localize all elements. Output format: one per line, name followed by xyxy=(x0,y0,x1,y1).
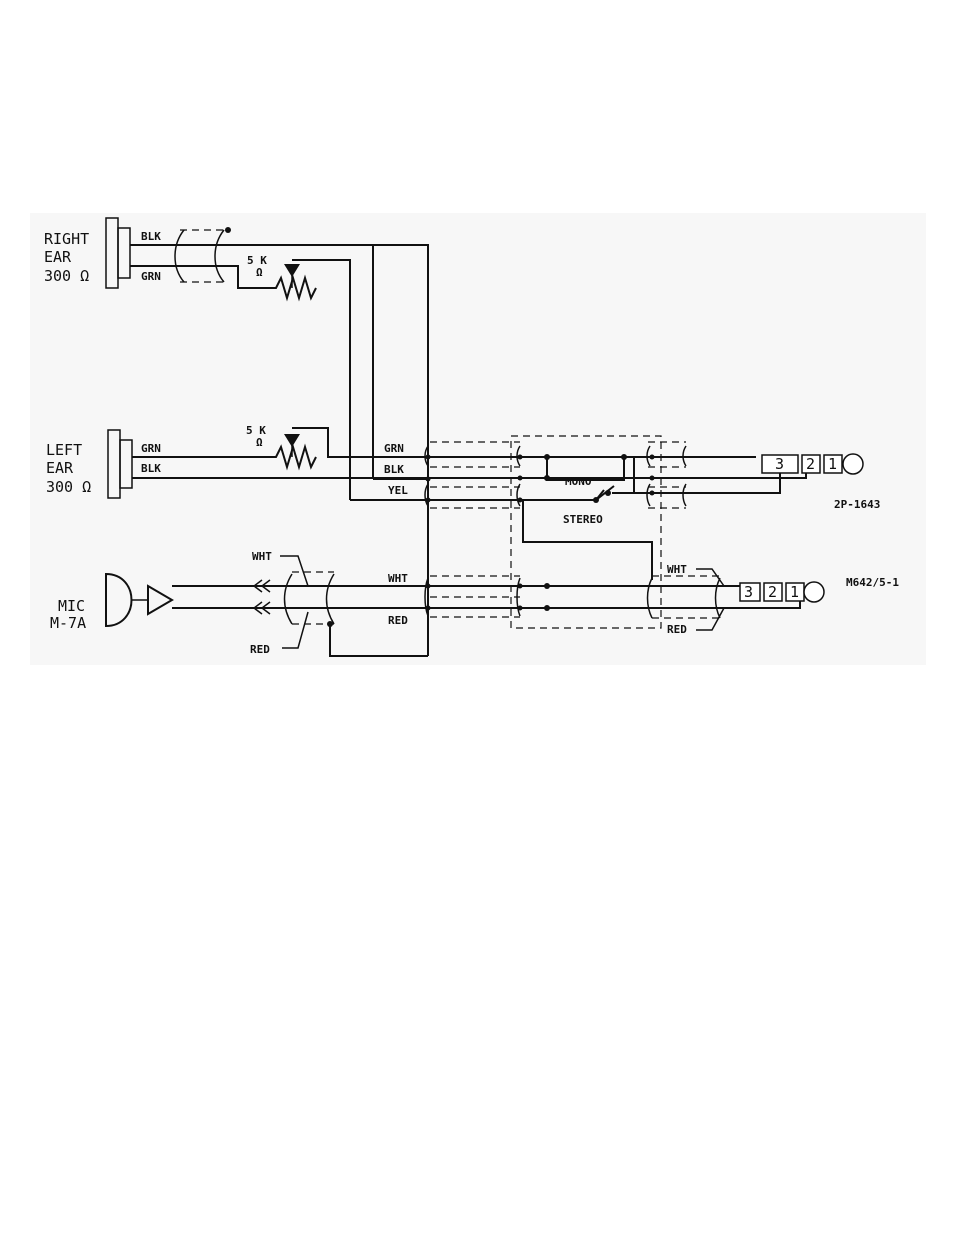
switch-mono-label: MONO xyxy=(565,475,592,488)
mic-cable-shield xyxy=(283,571,428,657)
top-pot-value: 5 K xyxy=(247,254,267,267)
mic-bundle-shield xyxy=(424,575,550,618)
right-ear-label-line3: 300 Ω xyxy=(44,267,89,285)
right-ear-label-line2: EAR xyxy=(44,248,72,266)
bundle-wht-label: WHT xyxy=(388,572,408,585)
mic-connector: 3 2 1 xyxy=(739,581,825,603)
mic-pin-1: 1 xyxy=(790,583,799,601)
top-pot-unit: Ω xyxy=(256,266,263,279)
mic-label-line1: MIC xyxy=(58,597,85,615)
right-grn-wire xyxy=(130,265,268,289)
left-blk-wire-label: BLK xyxy=(141,462,161,475)
switch-enclosure xyxy=(510,435,662,629)
headset-part-number: 2P-1643 xyxy=(834,498,880,511)
junction-dots xyxy=(425,454,655,611)
left-potentiometer: 5 K Ω xyxy=(246,424,756,471)
mic-part-number: M642/5-1 xyxy=(846,576,899,589)
right-blk-wire xyxy=(130,244,429,500)
left-ear-label-line1: LEFT xyxy=(46,441,82,459)
mic-red-arrow xyxy=(252,601,271,615)
right-cable-shield xyxy=(174,227,231,283)
headset-connector: 3 2 1 xyxy=(761,453,864,475)
bundle-yel-label: YEL xyxy=(388,484,408,497)
right-grn-wire-label: GRN xyxy=(141,270,161,283)
top-potentiometer: 5 K Ω xyxy=(247,254,351,500)
right-blk-wire-label: BLK xyxy=(141,230,161,243)
bundle-blk-label: BLK xyxy=(384,463,404,476)
right-earphone: RIGHT EAR 300 Ω xyxy=(44,217,131,289)
left-pot-unit: Ω xyxy=(256,436,263,449)
headset-pin-2: 2 xyxy=(806,455,815,473)
left-ear-label-line3: 300 Ω xyxy=(46,478,91,496)
headset-pin-1: 1 xyxy=(828,455,837,473)
left-pot-value: 5 K xyxy=(246,424,266,437)
left-earphone-symbol-inner xyxy=(119,439,133,489)
right-earphone-symbol-inner xyxy=(117,227,131,279)
switch-stereo-label: STEREO xyxy=(563,513,603,526)
mic-red-pointer-label: RED xyxy=(250,643,270,656)
out-mic-wires xyxy=(720,585,801,609)
headset-pin-3: 3 xyxy=(775,455,784,473)
switch-crossover xyxy=(522,500,653,580)
left-earphone: LEFT EAR 300 Ω xyxy=(46,429,133,499)
mic-label-line2: M-7A xyxy=(50,614,86,632)
bundle-red-label: RED xyxy=(388,614,408,627)
out-wht-pointer xyxy=(696,568,725,587)
microphone: MIC M-7A xyxy=(50,572,174,632)
mic-pin-3: 3 xyxy=(744,583,753,601)
mic-pin-2: 2 xyxy=(768,583,777,601)
bundle-grn-label: GRN xyxy=(384,442,404,455)
mic-wht-arrow xyxy=(252,579,271,593)
mic-wht-pointer-label: WHT xyxy=(252,550,272,563)
right-ear-label-line1: RIGHT xyxy=(44,230,89,248)
out-wht-pointer-label: WHT xyxy=(667,563,687,576)
left-grn-wire-label: GRN xyxy=(141,442,161,455)
mic-output-shield xyxy=(646,575,721,619)
mic-wht-pointer xyxy=(280,555,309,587)
left-ear-label-line2: EAR xyxy=(46,459,74,477)
out-red-pointer xyxy=(696,607,725,631)
out-red-pointer-label: RED xyxy=(667,623,687,636)
